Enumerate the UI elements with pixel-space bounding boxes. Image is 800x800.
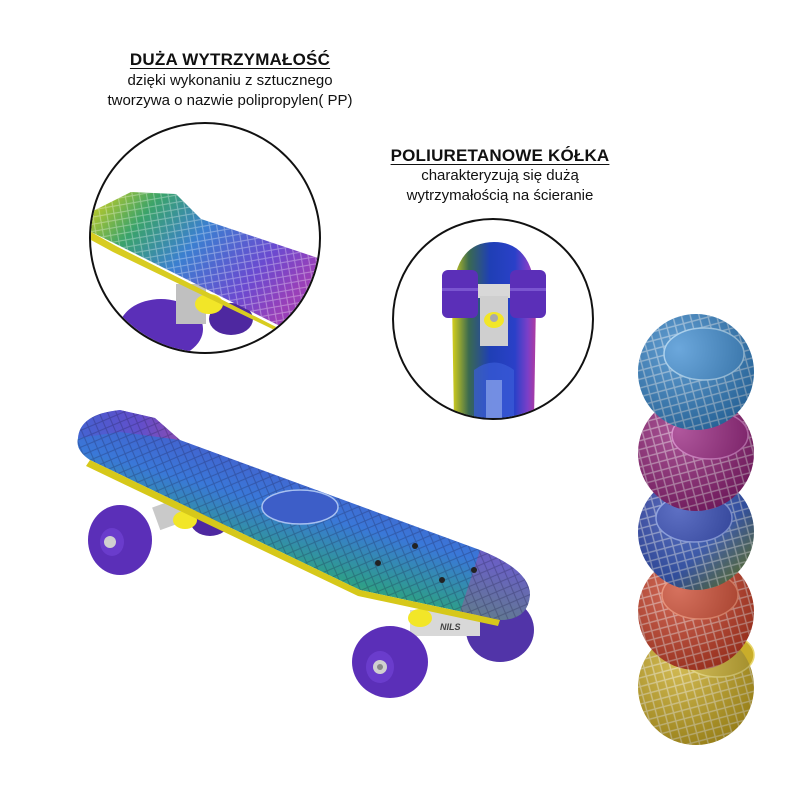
durability-title: DUŻA WYTRZYMAŁOŚĆ xyxy=(129,50,331,69)
skateboard-product-image: NILS xyxy=(60,380,560,700)
wheels-line-1: charakteryzują się dużą xyxy=(421,167,579,184)
color-variant-swatches xyxy=(636,310,762,750)
swatch-blue xyxy=(638,314,754,430)
durability-line-2: tworzywa o nazwie polipropylen( PP) xyxy=(107,92,353,109)
durability-line-1: dzięki wykonaniu z sztucznego xyxy=(127,72,333,89)
deck-detail-zoom xyxy=(89,122,321,354)
wheels-line-2: wytrzymałością na ścieranie xyxy=(406,187,594,204)
wheels-detail-zoom xyxy=(392,218,594,420)
wheels-title: POLIURETANOWE KÓŁKA xyxy=(390,146,610,165)
deck-closeup-image xyxy=(91,192,319,352)
wheels-callout: POLIURETANOWE KÓŁKA charakteryzują się d… xyxy=(370,146,630,206)
wheels-closeup-image xyxy=(442,242,546,418)
swatch-red xyxy=(638,554,754,670)
durability-callout: DUŻA WYTRZYMAŁOŚĆ dzięki wykonaniu z szt… xyxy=(80,50,380,111)
brand-logo-truck: NILS xyxy=(440,622,461,632)
